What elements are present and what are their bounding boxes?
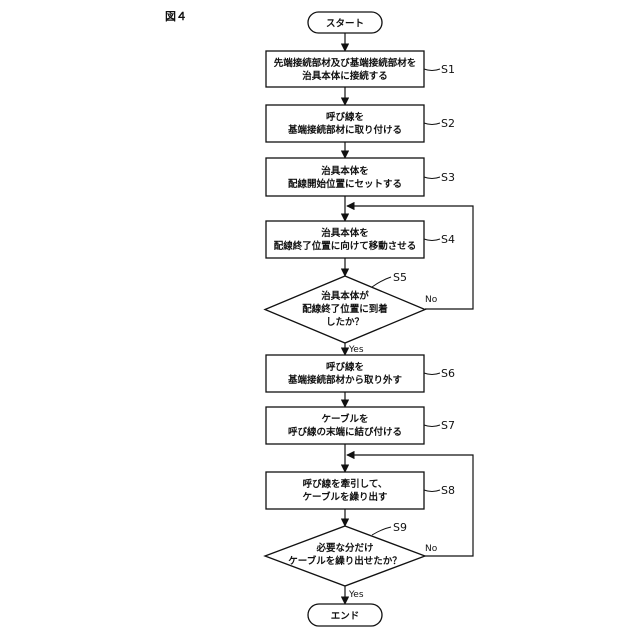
svg-text:配線終了位置に到着: 配線終了位置に到着 (302, 303, 388, 315)
label-s3: S3 (441, 171, 455, 184)
label-s9: S9 (393, 521, 407, 534)
svg-text:呼び線を: 呼び線を (326, 361, 364, 373)
label-s4: S4 (441, 233, 455, 246)
svg-text:エンド: エンド (331, 611, 360, 622)
end-terminal: エンド (308, 604, 382, 626)
svg-text:ケーブルを繰り出せたか？: ケーブルを繰り出せたか？ (288, 555, 401, 567)
svg-text:スタート: スタート (326, 18, 364, 30)
step-s1-box: 先端接続部材及び基端接続部材を 治具本体に接続する (266, 51, 424, 87)
svg-text:基端接続部材から取り外す: 基端接続部材から取り外す (287, 374, 403, 386)
svg-text:治具本体に接続する: 治具本体に接続する (302, 70, 388, 82)
label-s7: S7 (441, 419, 455, 432)
svg-text:治具本体を: 治具本体を (321, 227, 369, 239)
svg-text:配線開始位置にセットする: 配線開始位置にセットする (288, 178, 402, 190)
step-s6-box: 呼び線を 基端接続部材から取り外す (266, 355, 424, 392)
step-s2-box: 呼び線を 基端接続部材に取り付ける (266, 105, 424, 142)
step-s3-box: 治具本体を 配線開始位置にセットする (266, 158, 424, 196)
step-s8-box: 呼び線を牽引して、 ケーブルを繰り出す (266, 472, 424, 509)
s9-yes-label: Yes (348, 590, 364, 600)
step-s4-box: 治具本体を 配線終了位置に向けて移動させる (266, 221, 424, 258)
svg-text:治具本体を: 治具本体を (321, 165, 369, 177)
label-s1: S1 (441, 63, 455, 76)
svg-text:必要な分だけ: 必要な分だけ (315, 542, 373, 554)
s5-yes-label: Yes (348, 345, 364, 355)
svg-text:先端接続部材及び基端接続部材を: 先端接続部材及び基端接続部材を (274, 57, 417, 69)
svg-text:呼び線を: 呼び線を (326, 111, 364, 123)
svg-text:ケーブルを繰り出す: ケーブルを繰り出す (303, 491, 388, 503)
start-terminal: スタート (308, 12, 382, 33)
svg-text:呼び線を牽引して、: 呼び線を牽引して、 (303, 478, 388, 490)
decision-s9-diamond: 必要な分だけ ケーブルを繰り出せたか？ (265, 526, 425, 586)
label-s5: S5 (393, 271, 407, 284)
svg-text:呼び線の末端に結び付ける: 呼び線の末端に結び付ける (288, 426, 402, 438)
svg-text:治具本体が: 治具本体が (321, 290, 369, 302)
decision-s5-diamond: 治具本体が 配線終了位置に到着 したか？ (265, 276, 425, 343)
s5-no-label: No (425, 295, 438, 305)
svg-text:ケーブルを: ケーブルを (322, 413, 369, 425)
svg-text:したか？: したか？ (326, 317, 364, 328)
svg-text:配線終了位置に向けて移動させる: 配線終了位置に向けて移動させる (274, 240, 417, 252)
label-s2: S2 (441, 117, 455, 130)
label-s8: S8 (441, 484, 455, 497)
figure-label: 図４ (165, 9, 187, 23)
svg-text:基端接続部材に取り付ける: 基端接続部材に取り付ける (287, 124, 402, 136)
s9-no-label: No (425, 544, 438, 554)
label-s6: S6 (441, 367, 455, 380)
step-s7-box: ケーブルを 呼び線の末端に結び付ける (266, 407, 424, 444)
